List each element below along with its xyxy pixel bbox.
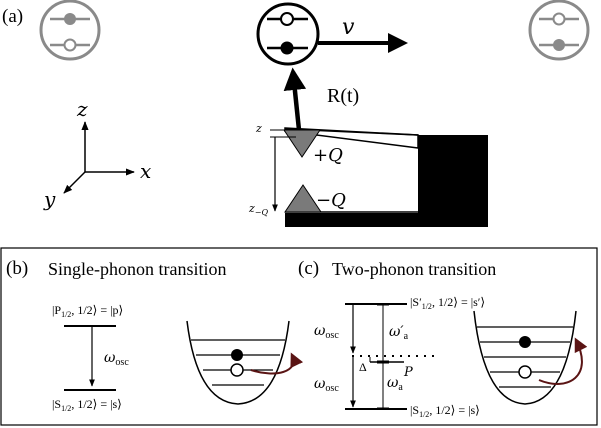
panel-b-title: Single-phonon transition bbox=[48, 259, 227, 279]
ion-left-icon bbox=[39, 0, 101, 61]
lower-panel-frame bbox=[0, 247, 598, 426]
panel-b: (b) Single-phonon transition |P1/2, 1/2⟩… bbox=[6, 258, 304, 413]
panel-c-omega-a: ωa bbox=[387, 375, 403, 393]
panel-c-omega-osc-bottom: ωosc bbox=[314, 376, 339, 394]
panel-c-omega-a-prime: ω′a bbox=[389, 324, 409, 342]
force-arrow bbox=[283, 67, 307, 131]
panel-a: (a) v R(t) bbox=[2, 0, 590, 227]
panel-c-delta: Δ bbox=[359, 360, 367, 374]
trap-structure bbox=[283, 127, 488, 227]
panel-c-label: (c) bbox=[298, 258, 319, 279]
force-label: R(t) bbox=[327, 85, 359, 107]
panel-b-lower-state: |S1/2, 1/2⟩ = |s⟩ bbox=[52, 397, 122, 413]
velocity-label: v bbox=[342, 15, 355, 40]
panel-c-p-label: P bbox=[403, 365, 413, 380]
panel-b-omega: ωosc bbox=[104, 350, 129, 368]
harmonic-well-b-icon bbox=[186, 320, 304, 405]
axis-y-label: y bbox=[43, 187, 56, 211]
panel-a-label: (a) bbox=[2, 6, 23, 27]
panel-b-upper-state: |P1/2, 1/2⟩ = |p⟩ bbox=[52, 303, 123, 319]
z-label: z bbox=[255, 122, 262, 135]
panel-b-label: (b) bbox=[6, 258, 28, 279]
zq-label: z−Q bbox=[248, 202, 269, 217]
panel-c: (c) Two-phonon transition |S′1/2, 1/2⟩ =… bbox=[298, 258, 588, 419]
panel-c-title: Two-phonon transition bbox=[332, 259, 496, 279]
harmonic-well-c-icon bbox=[473, 310, 588, 405]
charge-plus-label: +Q bbox=[313, 145, 343, 166]
axis-z-label: z bbox=[76, 97, 88, 121]
coordinate-axes bbox=[63, 121, 135, 194]
charge-minus-label: −Q bbox=[316, 190, 346, 211]
ion-center-icon bbox=[256, 2, 320, 66]
panel-c-omega-osc-top: ωosc bbox=[314, 323, 339, 341]
ion-right-icon bbox=[528, 0, 590, 61]
panel-c-lower-state: |S1/2, 1/2⟩ = |s⟩ bbox=[410, 403, 480, 419]
panel-c-upper-state: |S′1/2, 1/2⟩ = |s′⟩ bbox=[410, 295, 485, 311]
axis-x-label: x bbox=[140, 159, 151, 183]
